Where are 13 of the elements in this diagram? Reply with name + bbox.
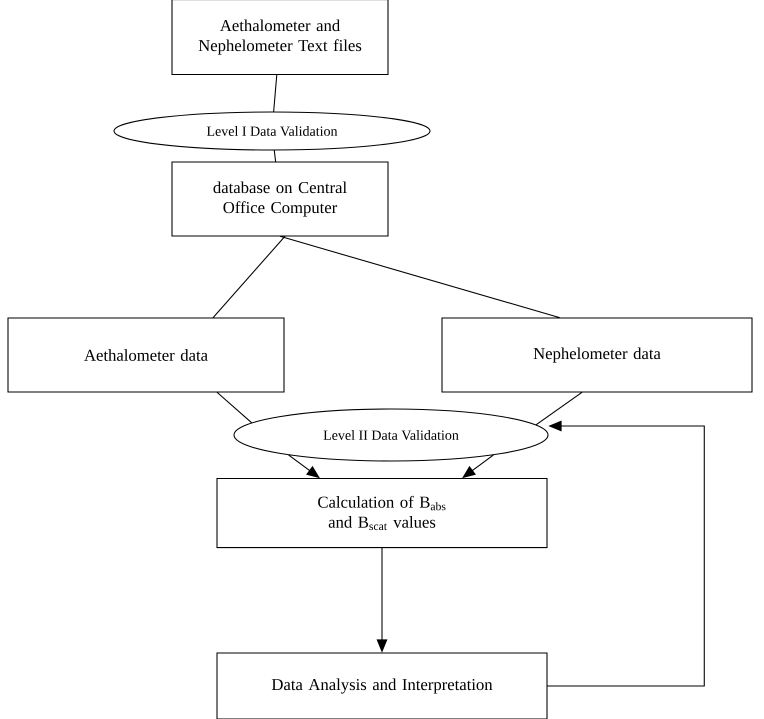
connector-line [216, 392, 252, 424]
arrow [547, 420, 705, 687]
process-box: Calculation of B$_{abs}$ and B$_{scat}$ values [216, 478, 548, 548]
connector-line [536, 392, 582, 426]
connector-line [273, 74, 278, 112]
process-box: Data Analysis and Interpretation [216, 652, 548, 719]
connector-line [280, 236, 560, 318]
process-box: Aethalometer data [7, 317, 285, 393]
connector-line [274, 150, 276, 162]
process-box: Aethalometer and Nephelometer Text files [171, 0, 389, 75]
connector-line [212, 236, 286, 318]
process-box: Nephelometer data [441, 317, 753, 393]
process-box: database on Central Office Computer [171, 161, 389, 237]
